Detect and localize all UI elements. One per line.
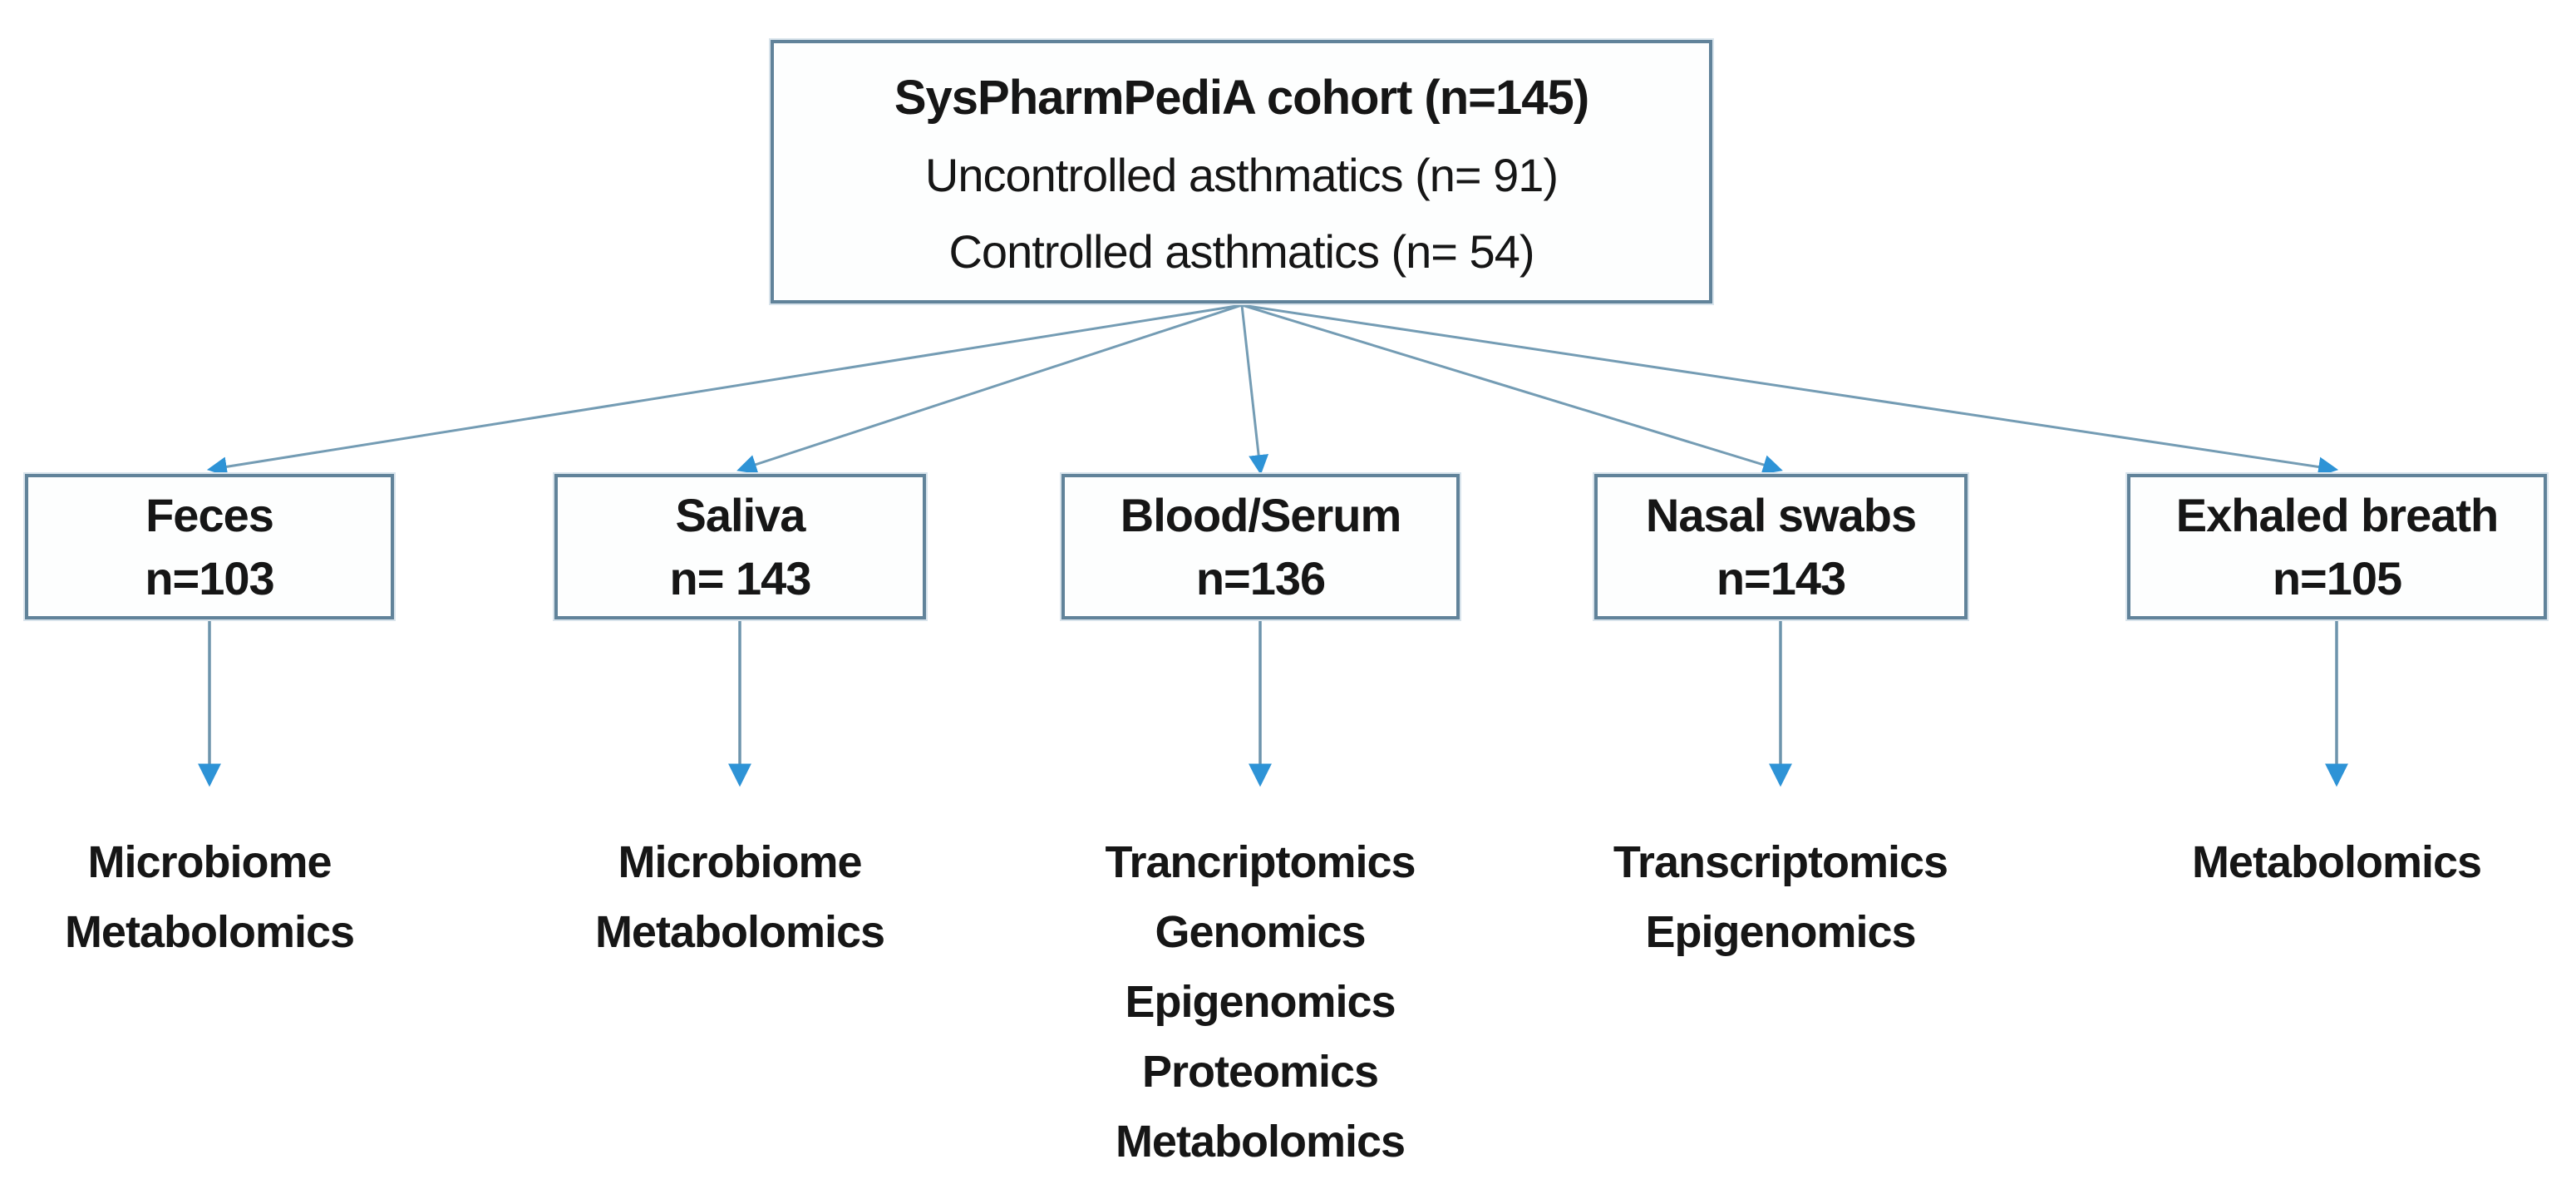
arrow-root-to-breath [1241, 303, 2339, 477]
omics-item: Genomics [1155, 907, 1366, 957]
sample-count: n=136 [1195, 551, 1326, 604]
omics-list-nasal-swabs: Transcriptomics Epigenomics [1571, 827, 1990, 967]
omics-item: Metabolomics [594, 907, 885, 957]
cohort-uncontrolled-line: Uncontrolled asthmatics (n= 91) [924, 148, 1559, 201]
sample-count: n=105 [2272, 551, 2402, 604]
sample-box-nasal-swabs: Nasal swabs n=143 [1594, 474, 1968, 619]
omics-item: Epigenomics [1645, 907, 1916, 957]
cohort-controlled-line: Controlled asthmatics (n= 54) [948, 224, 1534, 278]
omics-item: Microbiome [618, 837, 862, 887]
omics-item: Metabolomics [64, 907, 355, 957]
cohort-title: SysPharmPediA cohort (n=145) [894, 70, 1589, 125]
omics-item: Proteomics [1141, 1047, 1379, 1097]
omics-item: Epigenomics [1125, 977, 1396, 1027]
sample-name: Blood/Serum [1120, 488, 1401, 541]
cohort-box: SysPharmPediA cohort (n=145) Uncontrolle… [771, 40, 1712, 303]
sample-count: n=143 [1716, 551, 1846, 604]
arrow-root-to-nasal [1241, 303, 1783, 475]
arrow-root-to-blood [1240, 304, 1269, 476]
omics-list-blood-serum: Trancriptomics Genomics Epigenomics Prot… [1051, 827, 1470, 1177]
sample-box-feces: Feces n=103 [25, 474, 394, 619]
omics-list-saliva: Microbiome Metabolomics [530, 827, 949, 967]
sample-box-exhaled-breath: Exhaled breath n=105 [2127, 474, 2547, 619]
omics-item: Transcriptomics [1613, 837, 1948, 887]
sample-box-blood-serum: Blood/Serum n=136 [1061, 474, 1460, 619]
sample-count: n= 143 [669, 551, 812, 604]
omics-item: Metabolomics [1115, 1117, 1406, 1167]
omics-list-exhaled-breath: Metabolomics [2127, 827, 2546, 897]
sample-name: Saliva [675, 488, 806, 541]
arrow-root-to-feces [206, 303, 1243, 477]
sample-name: Exhaled breath [2175, 488, 2499, 541]
omics-item: Metabolomics [2191, 837, 2482, 887]
sample-name: Nasal swabs [1645, 488, 1917, 541]
sample-count: n=103 [145, 551, 274, 604]
sample-name: Feces [145, 488, 274, 541]
omics-list-feces: Microbiome Metabolomics [0, 827, 419, 967]
omics-item: Trancriptomics [1105, 837, 1416, 887]
omics-item: Microbiome [87, 837, 332, 887]
arrow-root-to-saliva [736, 303, 1243, 475]
sample-box-saliva: Saliva n= 143 [554, 474, 926, 619]
